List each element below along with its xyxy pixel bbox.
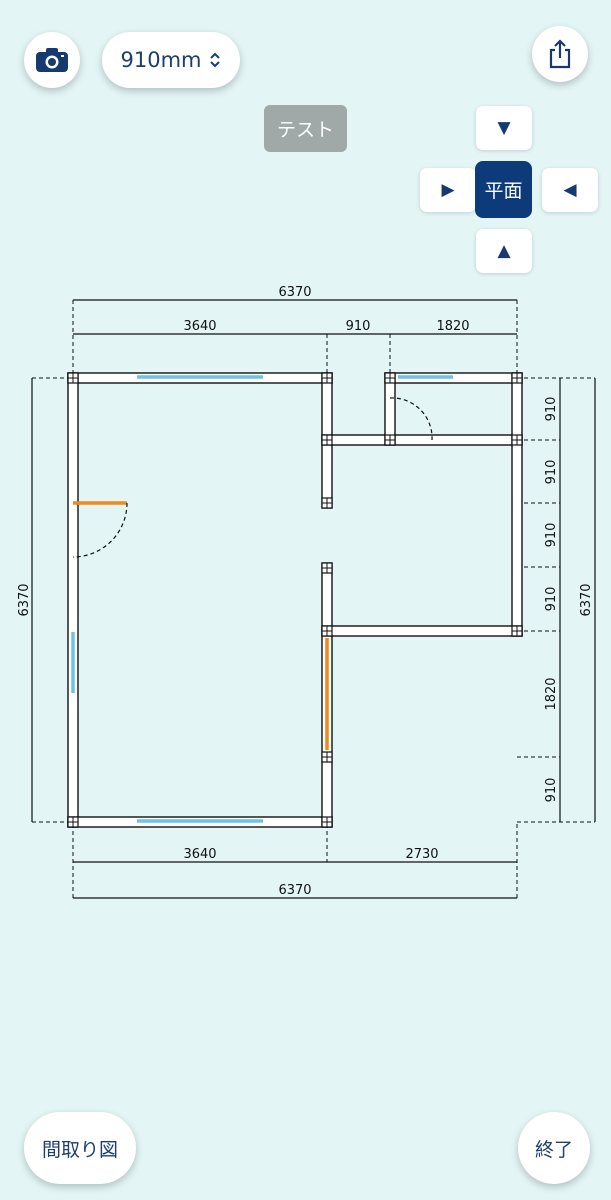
share-icon: [549, 39, 571, 69]
chevron-updown-icon: [209, 52, 220, 68]
dim-top-overall: 6370: [278, 285, 311, 300]
top-dimensions: 6370 3640 910 1820: [72, 285, 518, 378]
dim-bottom-1: 3640: [183, 847, 216, 862]
camera-icon: [36, 48, 68, 72]
test-button[interactable]: テスト: [264, 105, 347, 152]
dim-right-4: 910: [544, 587, 559, 612]
dim-bottom-2: 2730: [405, 847, 438, 862]
dim-top-1: 3640: [183, 319, 216, 334]
view-down-button[interactable]: ▲: [476, 229, 532, 273]
view-up-button[interactable]: ▼: [476, 106, 532, 150]
dim-right-3: 910: [544, 523, 559, 548]
dim-right-1: 910: [544, 397, 559, 422]
view-right-button[interactable]: ◀: [542, 168, 598, 212]
posts: [67, 372, 523, 828]
left-dimensions: 6370: [17, 377, 73, 823]
camera-button[interactable]: [24, 32, 80, 88]
dim-top-2: 910: [346, 319, 371, 334]
walls: [67, 372, 523, 828]
share-button[interactable]: [532, 26, 588, 82]
dim-top-3: 1820: [436, 319, 469, 334]
dim-right-5: 1820: [544, 677, 559, 710]
view-left-button[interactable]: ▶: [420, 168, 476, 212]
dim-left-overall: 6370: [17, 583, 32, 616]
doors: [72, 397, 433, 750]
right-dimensions: 910 910 910 910 1820 910 6370: [517, 377, 596, 823]
dim-right-2: 910: [544, 460, 559, 485]
end-button[interactable]: 終了: [518, 1112, 590, 1184]
scale-label: 910mm: [120, 48, 202, 72]
scale-selector[interactable]: 910mm: [102, 32, 240, 88]
dim-right-overall: 6370: [579, 583, 594, 616]
floorplan-button[interactable]: 間取り図: [24, 1112, 136, 1184]
bottom-dimensions: 3640 2730 6370: [72, 824, 518, 899]
floorplan-label: 間取り図: [41, 1138, 118, 1161]
dim-bottom-overall: 6370: [278, 883, 311, 898]
windows: [71, 375, 453, 823]
plan-view-button[interactable]: 平面: [475, 161, 532, 218]
end-label: 終了: [534, 1138, 573, 1161]
dim-right-6: 910: [544, 778, 559, 803]
